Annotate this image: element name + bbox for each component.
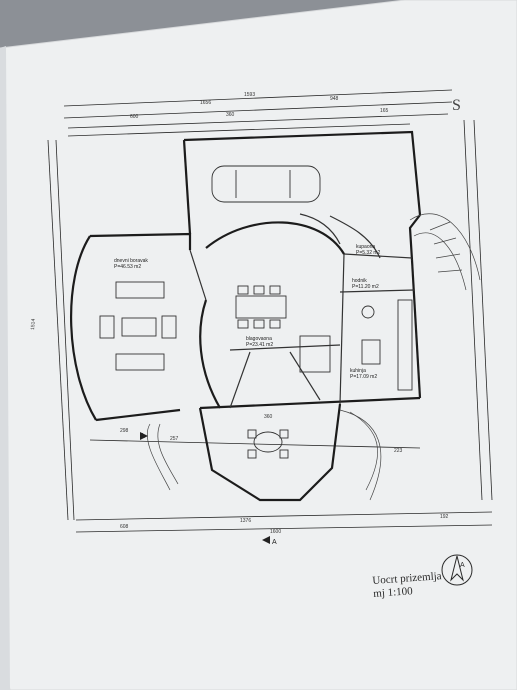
north-marker-letter: A xyxy=(460,562,465,569)
room-label-hall: hodnik xyxy=(352,278,367,284)
dim-mid-1: 298 xyxy=(120,428,129,434)
dim-bottom-left: 1376 xyxy=(240,518,251,524)
drawing-caption: Uocrt prizemlja mj 1:100 xyxy=(372,570,443,601)
dim-left-overall: 1514 xyxy=(30,318,37,330)
room-area-bath: P=5.32 m2 xyxy=(356,250,381,256)
dim-top-part-3: 165 xyxy=(380,108,389,114)
dim-top-left: 1656 xyxy=(200,100,211,106)
room-area-hall: P=11.20 m2 xyxy=(352,284,379,290)
room-label-kitchen: kuhinja xyxy=(350,368,366,374)
north-arrow-icon: A xyxy=(441,554,473,586)
corner-mark: S xyxy=(452,97,461,114)
dim-top-overall: 1593 xyxy=(244,92,255,98)
dim-top-right: 948 xyxy=(330,96,339,102)
dim-top-part-2: 360 xyxy=(226,112,235,118)
dim-mid-2: 257 xyxy=(170,436,179,442)
dim-mid-3: 360 xyxy=(264,414,273,420)
room-label-bath: kupaona xyxy=(356,244,375,250)
dim-bottom-right: 192 xyxy=(440,514,449,520)
room-area-dining: P=23.41 m2 xyxy=(246,342,273,348)
section-marker-bottom: A xyxy=(272,539,277,546)
room-area-living: P=46.53 m2 xyxy=(114,264,141,270)
dim-top-part-1: 600 xyxy=(130,114,139,120)
dim-bottom-overall: 1600 xyxy=(270,529,281,535)
dim-bottom-part: 608 xyxy=(120,524,129,530)
room-label-living: dnevni boravak xyxy=(114,258,148,264)
room-label-dining: blagovaona xyxy=(246,336,272,342)
room-area-kitchen: P=17.09 m2 xyxy=(350,374,377,380)
section-marker-left: A xyxy=(140,433,145,440)
dim-mid-4: 223 xyxy=(394,448,403,454)
